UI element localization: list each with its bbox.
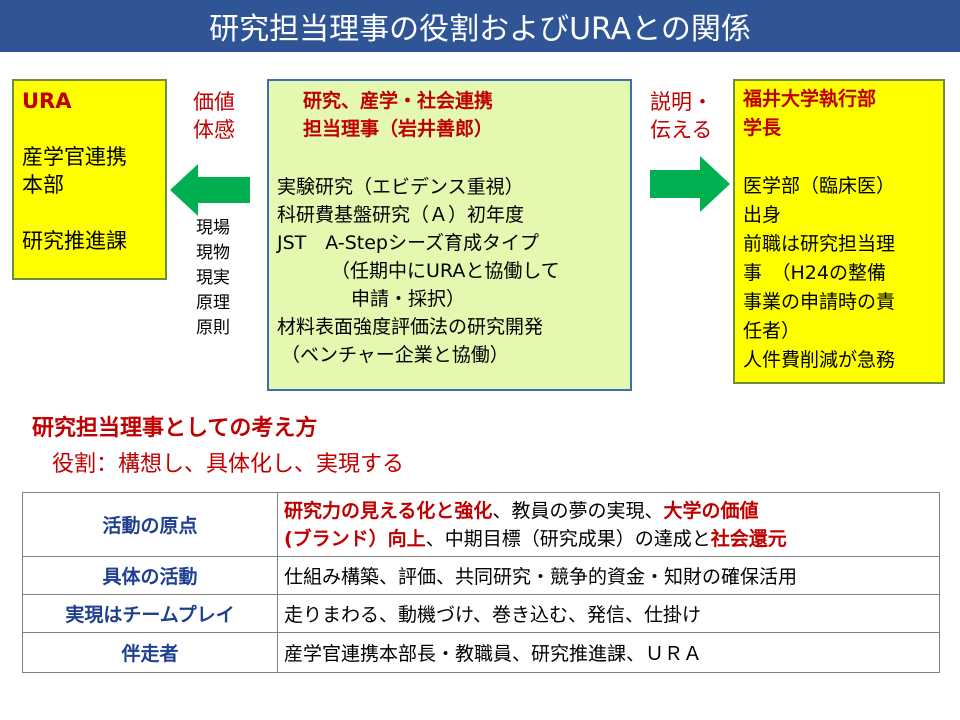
table-row: 活動の原点 研究力の見える化と強化、教員の夢の実現、大学の価値 (ブランド）向上…	[22, 492, 940, 557]
table-key: 伴走者	[22, 632, 278, 673]
ura-box: URA 産学官連携 本部 研究推進課	[12, 79, 167, 280]
highlight-text: 大学の価値	[663, 499, 759, 522]
table-key: 実現はチームプレイ	[22, 594, 278, 633]
principle-item: 現物	[196, 243, 230, 263]
right-label-line-2: 伝える	[650, 118, 713, 142]
ura-line-2: 本部	[22, 173, 64, 197]
executive-line-4: 事 （H24の整備	[743, 262, 886, 284]
principle-item: 原理	[196, 293, 230, 313]
left-label-line-2: 体感	[193, 118, 235, 142]
principle-item: 現実	[196, 268, 230, 288]
plain-text: 、中期目標（研究成果）の達成と	[425, 527, 711, 550]
left-label: 価値 体感	[193, 88, 235, 144]
activity-table: 活動の原点 研究力の見える化と強化、教員の夢の実現、大学の価値 (ブランド）向上…	[22, 492, 940, 673]
table-value: 研究力の見える化と強化、教員の夢の実現、大学の価値 (ブランド）向上、中期目標（…	[277, 492, 940, 557]
executive-line-2: 出身	[743, 204, 782, 226]
director-item-2: 科研費基盤研究（Ａ）初年度	[277, 204, 525, 226]
right-arrow-icon	[650, 156, 730, 212]
section-heading: 研究担当理事としての考え方	[32, 416, 318, 441]
ura-line-3: 研究推進課	[22, 229, 127, 253]
table-value: 走りまわる、動機づけ、巻き込む、発信、仕掛け	[277, 594, 940, 633]
left-label-line-1: 価値	[193, 90, 235, 114]
highlight-text: (ブランド）向上	[284, 527, 426, 550]
director-heading-2: 担当理事（岩井善郎）	[303, 118, 494, 140]
principle-item: 原則	[196, 318, 230, 338]
director-item-1: 実験研究（エビデンス重視）	[277, 176, 524, 198]
director-item-6: 材料表面強度評価法の研究開発	[277, 316, 544, 338]
table-key: 具体の活動	[22, 556, 278, 595]
table-value: 仕組み構築、評価、共同研究・競争的資金・知財の確保活用	[277, 556, 940, 595]
left-arrow-icon	[170, 164, 250, 216]
table-key: 活動の原点	[22, 492, 278, 557]
table-row: 実現はチームプレイ 走りまわる、動機づけ、巻き込む、発信、仕掛け	[22, 594, 940, 633]
director-item-5: 申請・採択）	[351, 288, 466, 310]
director-item-7: （ベンチャー企業と協働）	[281, 344, 509, 366]
right-label-line-1: 説明・	[650, 90, 713, 114]
executive-heading-2: 学長	[743, 117, 782, 139]
plain-text: 、教員の夢の実現、	[492, 499, 664, 522]
executive-heading-1: 福井大学執行部	[743, 88, 877, 110]
director-heading-1: 研究、産学・社会連携	[303, 90, 494, 112]
table-row: 伴走者 産学官連携本部長・教職員、研究推進課、ＵＲＡ	[22, 632, 940, 673]
principles-list: 現場 現物 現実 原理 原則	[196, 216, 230, 341]
executive-line-1: 医学部（臨床医）	[743, 175, 896, 197]
principle-item: 現場	[196, 218, 230, 238]
table-row: 具体の活動 仕組み構築、評価、共同研究・競争的資金・知財の確保活用	[22, 556, 940, 595]
executive-line-6: 任者）	[743, 320, 801, 342]
executive-box: 福井大学執行部 学長 医学部（臨床医） 出身 前職は研究担当理 事 （H24の整…	[733, 79, 945, 384]
executive-line-5: 事業の申請時の責	[743, 291, 896, 313]
highlight-text: 社会還元	[710, 527, 787, 550]
section-subheading: 役割：構想し、具体化し、実現する	[52, 452, 405, 477]
page-title: 研究担当理事の役割およびURAとの関係	[0, 0, 960, 52]
director-box: 研究、産学・社会連携 担当理事（岩井善郎） 実験研究（エビデンス重視） 科研費基…	[267, 79, 632, 391]
ura-line-1: 産学官連携	[22, 145, 127, 169]
highlight-text: 研究力の見える化と強化	[284, 499, 493, 522]
ura-heading: URA	[22, 89, 72, 113]
executive-line-7: 人件費削減が急務	[743, 349, 896, 371]
right-label: 説明・ 伝える	[650, 88, 713, 144]
director-item-3: JST A-Stepシーズ育成タイプ	[277, 232, 540, 254]
table-value: 産学官連携本部長・教職員、研究推進課、ＵＲＡ	[277, 632, 940, 673]
director-item-4: （任期中にURAと協働して	[331, 260, 560, 282]
executive-line-3: 前職は研究担当理	[743, 233, 896, 255]
